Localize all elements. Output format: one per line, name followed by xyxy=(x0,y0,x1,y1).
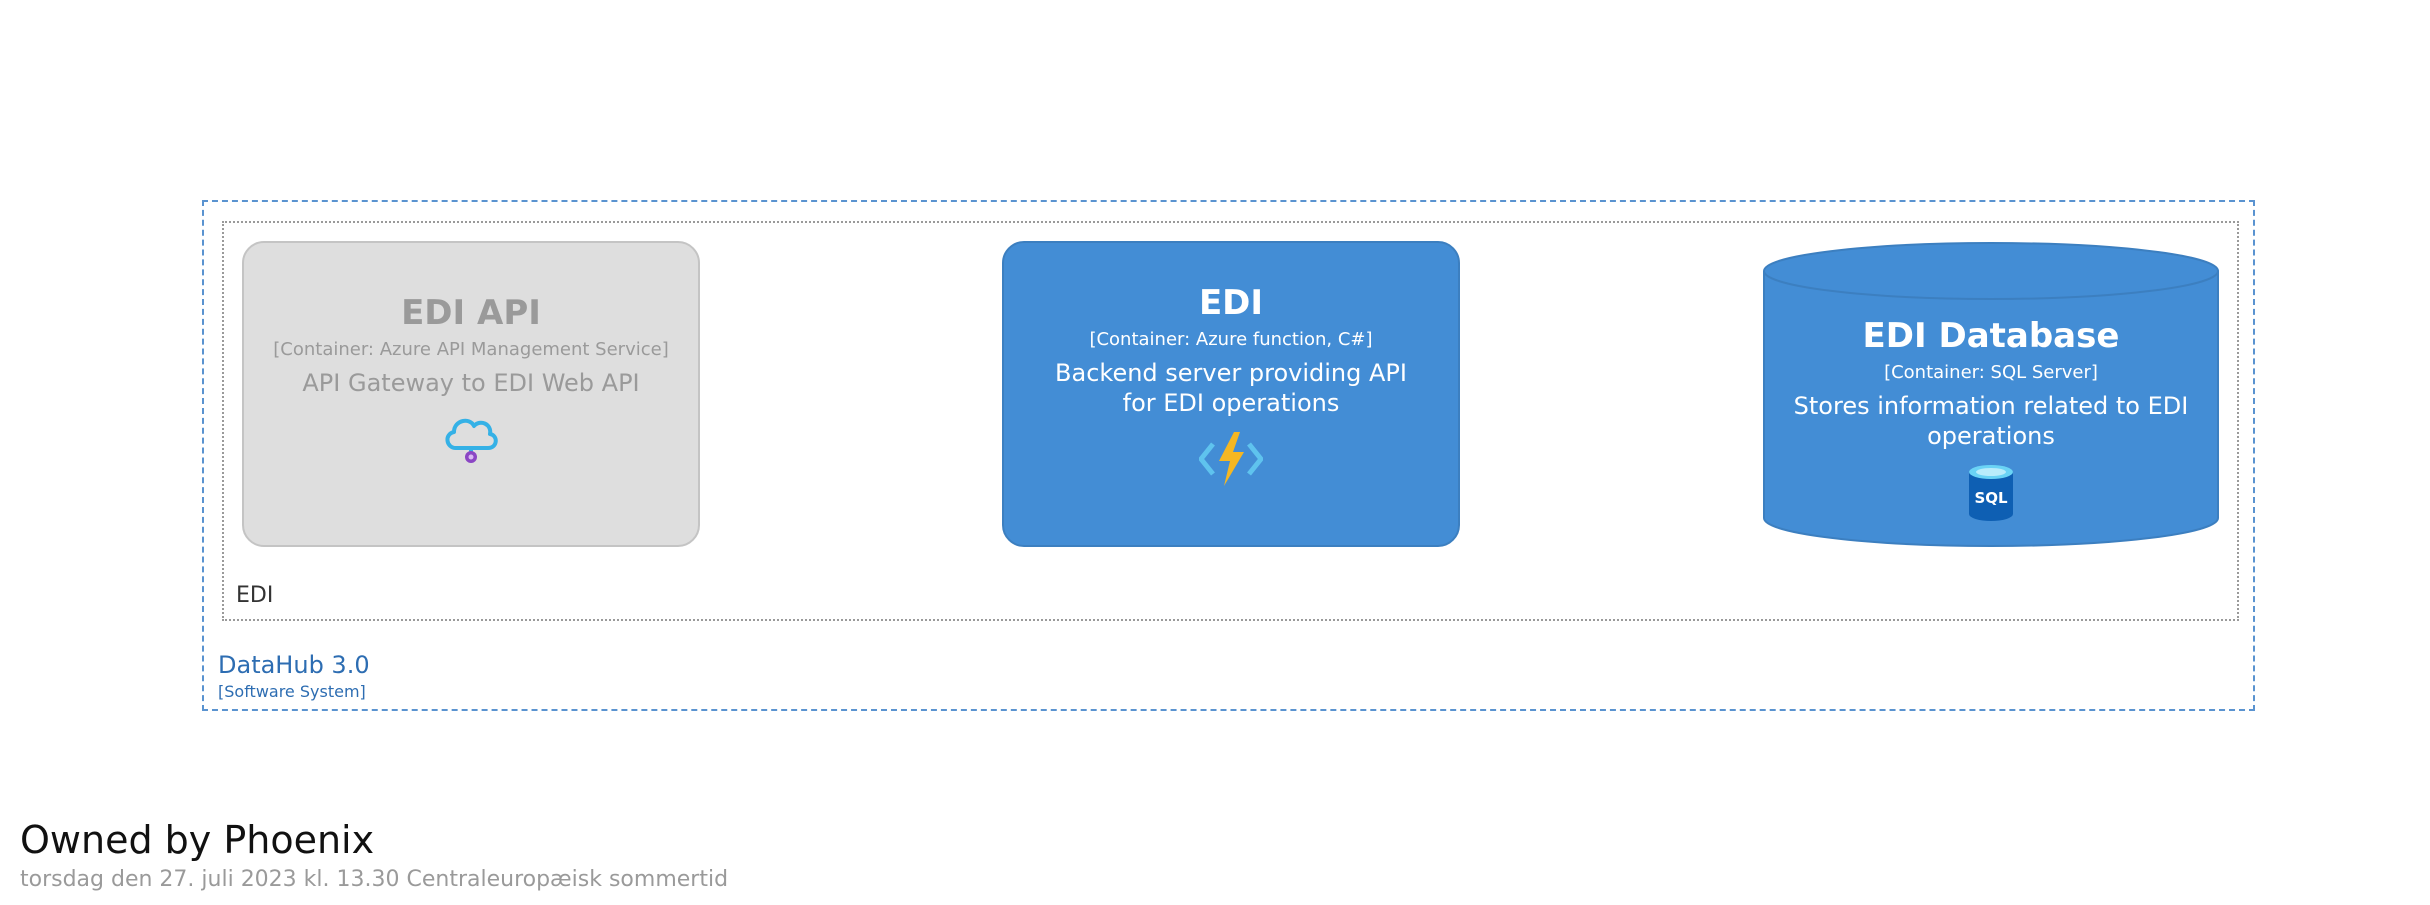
container-edi-api[interactable]: EDI API [Container: Azure API Management… xyxy=(242,241,700,547)
container-description: Stores information related to EDI operat… xyxy=(1793,392,2189,450)
container-type: [Container: Azure function, C#] xyxy=(1089,329,1373,350)
system-boundary-name: DataHub 3.0 xyxy=(218,651,370,679)
container-edi-database[interactable]: EDI Database [Container: SQL Server] Sto… xyxy=(1762,241,2220,548)
container-type: [Container: SQL Server] xyxy=(1884,362,2098,383)
group-boundary xyxy=(222,221,2239,621)
database-cylinder-shape xyxy=(1763,242,2219,547)
system-boundary xyxy=(202,200,2255,711)
container-description: API Gateway to EDI Web API xyxy=(302,369,640,397)
group-boundary-label: EDI xyxy=(236,583,274,608)
container-title: EDI API xyxy=(401,293,541,333)
footer-timestamp: torsdag den 27. juli 2023 kl. 13.30 Cent… xyxy=(20,867,729,892)
container-title: EDI Database xyxy=(1862,316,2120,356)
cloud-api-icon xyxy=(445,418,498,463)
system-boundary-type: [Software System] xyxy=(218,682,366,701)
container-description: Backend server providing API for EDI ope… xyxy=(1055,359,1407,417)
container-title: EDI xyxy=(1198,283,1264,323)
sql-icon-label: SQL xyxy=(1974,489,2008,507)
azure-function-icon xyxy=(1199,432,1263,486)
footer-title: Owned by Phoenix xyxy=(20,818,375,862)
container-type: [Container: Azure API Management Service… xyxy=(273,339,669,360)
container-edi[interactable]: EDI [Container: Azure function, C#] Back… xyxy=(1002,241,1460,547)
sql-database-icon: SQL xyxy=(1969,465,2013,521)
